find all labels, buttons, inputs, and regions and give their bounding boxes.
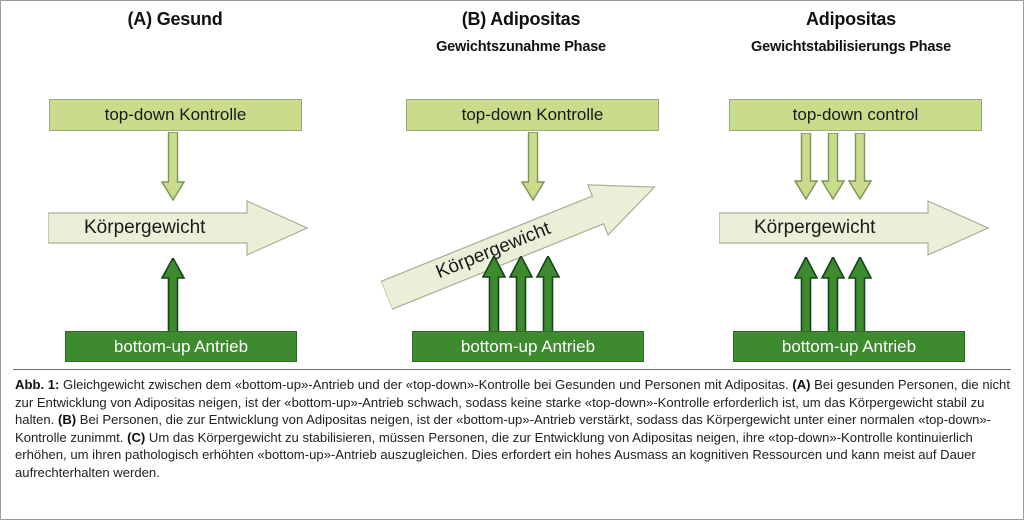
panel-c-bottom-up-box: bottom-up Antrieb (733, 331, 965, 362)
panel-c-subtitle: Gewichtstabilisierungs Phase (751, 39, 951, 55)
caption-label: Abb. 1: (15, 377, 60, 392)
panels-container: (A) Gesund top-down Kontrolle Körpergewi… (1, 1, 1023, 369)
panel-c-bottom-up-label: bottom-up Antrieb (781, 336, 917, 356)
panel-a-weight-label: Körpergewicht (84, 217, 206, 238)
panel-c: Adipositas Gewichtstabilisierungs Phase … (681, 1, 1021, 369)
panel-b-bottom-up-label: bottom-up Antrieb (460, 336, 596, 356)
panel-a-weight-arrow: Körpergewicht (48, 200, 308, 256)
panel-a-title: (A) Gesund (5, 9, 345, 30)
panel-c-down-arrow-3 (848, 133, 872, 201)
caption-text-b: Bei Personen, die zur Entwicklung von Ad… (15, 412, 992, 445)
panel-a-tag: (A) (127, 9, 152, 29)
figure-caption: Abb. 1: Gleichgewicht zwischen dem «bott… (15, 376, 1011, 482)
caption-tag-b: (B) (57, 412, 77, 428)
panel-b-top-down-box: top-down Kontrolle (406, 99, 659, 131)
caption-tag-c: (C) (127, 429, 146, 445)
panel-b: (B) Adipositas Gewichtszunahme Phase top… (351, 1, 691, 369)
panel-b-title: (B) Adipositas (351, 9, 691, 30)
panel-b-up-arrow-1 (482, 256, 506, 336)
panel-b-top-down-label: top-down Kontrolle (461, 105, 604, 124)
panel-b-subtitle: Gewichtszunahme Phase (436, 39, 606, 55)
panel-a-title-text: Gesund (156, 9, 223, 29)
panel-c-title-text: Adipositas (805, 9, 896, 29)
panel-b-tag: (B) (461, 9, 487, 29)
panel-a-top-down-box: top-down Kontrolle (49, 99, 302, 131)
panel-c-weight-label: Körpergewicht (754, 217, 876, 238)
panel-a-down-arrow-1 (161, 132, 185, 202)
panel-a-bottom-up-label: bottom-up Antrieb (113, 336, 249, 356)
caption-line-1: Gleichgewicht zwischen dem «bottom-up»-A… (59, 377, 793, 392)
panel-b-up-arrow-2 (509, 256, 533, 336)
panel-a-bottom-up-box: bottom-up Antrieb (65, 331, 297, 362)
panel-c-down-arrow-2 (821, 133, 845, 201)
panel-b-up-arrow-3 (536, 256, 560, 336)
panel-c-top-down-label: top-down control (792, 105, 919, 124)
panel-c-up-arrow-3 (848, 257, 872, 335)
panel-a-up-arrow-1 (161, 258, 185, 334)
panel-c-weight-arrow: Körpergewicht (719, 200, 989, 256)
panel-c-up-arrow-2 (821, 257, 845, 335)
panel-b-down-arrow-1 (521, 132, 545, 202)
panel-b-weight-arrow: Körpergewicht (366, 136, 676, 347)
panel-c-top-down-box: top-down control (729, 99, 982, 131)
panel-c-title: Adipositas (681, 9, 1021, 30)
caption-text-c: Um das Körpergewicht zu stabilisieren, m… (15, 429, 976, 480)
caption-divider (13, 369, 1011, 370)
panel-a: (A) Gesund top-down Kontrolle Körpergewi… (5, 1, 345, 369)
panel-c-up-arrow-1 (794, 257, 818, 335)
caption-tag-a: (A) (792, 377, 811, 392)
panel-b-title-text: Adipositas (490, 9, 581, 29)
panel-b-bottom-up-box: bottom-up Antrieb (412, 331, 644, 362)
panel-c-down-arrow-1 (794, 133, 818, 201)
caption-text-a: Bei gesunden Personen, die nicht zur Ent… (15, 377, 1010, 428)
panel-a-top-down-label: top-down Kontrolle (104, 105, 247, 124)
